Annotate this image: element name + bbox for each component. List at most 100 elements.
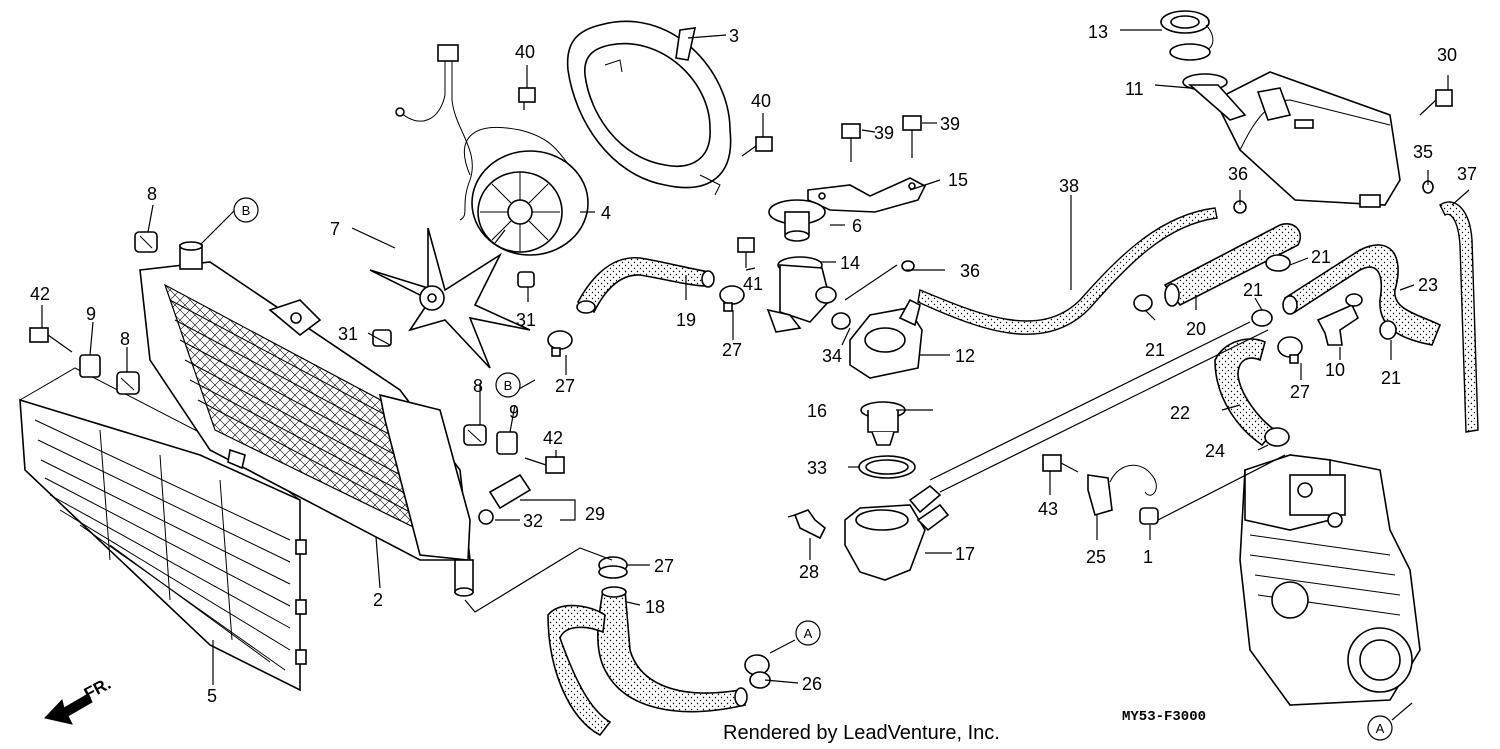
bolt-40a (518, 87, 536, 110)
temp-sensor (787, 509, 827, 540)
leader-lines (41, 29, 1470, 721)
callout-31b: 31 (338, 324, 358, 344)
hose-23 (1282, 244, 1442, 346)
callout-16: 16 (807, 401, 827, 421)
callout-6: 6 (852, 216, 862, 236)
bolt-30 (1419, 89, 1453, 116)
callout-36a: 36 (960, 261, 980, 281)
callout-21d: 21 (1381, 368, 1401, 388)
callout-40b: 40 (751, 91, 771, 111)
clamp-26 (744, 654, 771, 689)
svg-text:B: B (242, 203, 251, 218)
callout-labels: 1 2 3 4 5 6 7 8 8 8 9 9 10 11 12 13 14 1… (30, 22, 1477, 706)
callout-22: 22 (1170, 403, 1190, 423)
callout-29: 29 (585, 504, 605, 524)
callout-5: 5 (207, 686, 217, 706)
radiator-grille (19, 367, 307, 692)
fan-switch-29 (478, 473, 532, 525)
clip-25 (1087, 464, 1157, 516)
callout-2: 2 (373, 590, 383, 610)
callout-11: 11 (1125, 79, 1144, 99)
callout-27b: 27 (555, 376, 575, 396)
grommet-8c (463, 424, 487, 446)
hose-38 (917, 207, 1218, 335)
diagram-code: MY53-F3000 (1122, 709, 1206, 725)
callout-43: 43 (1038, 499, 1058, 519)
bracket-15 (807, 177, 927, 213)
clamp-21c (1251, 309, 1273, 327)
callout-31a: 31 (516, 310, 536, 330)
callout-9a: 9 (86, 304, 96, 324)
fan-blade (369, 227, 531, 369)
svg-text:A: A (1376, 721, 1385, 736)
gasket-33 (858, 455, 916, 479)
front-arrow: FR. (44, 674, 114, 725)
callout-17: 17 (955, 544, 975, 564)
bolt-41 (737, 237, 755, 268)
bolt-42b (524, 456, 565, 474)
callout-36b: 36 (1228, 164, 1248, 184)
bolt-40b (741, 136, 773, 157)
reserve-tank (1213, 71, 1401, 208)
thermostat-case (844, 484, 950, 581)
callout-27d: 27 (654, 556, 674, 576)
clamp-21a (1133, 294, 1153, 312)
hose-19 (576, 257, 715, 314)
cap-13 (1160, 10, 1214, 61)
callout-28: 28 (799, 562, 819, 582)
hose-22 (1214, 338, 1277, 447)
nut-31b (372, 329, 392, 347)
callout-19: 19 (676, 310, 696, 330)
radiator-cap (768, 199, 826, 242)
callout-8c: 8 (473, 376, 483, 396)
callout-26: 26 (802, 674, 822, 694)
callout-34: 34 (822, 346, 842, 366)
callout-42a: 42 (30, 284, 50, 304)
callout-39b: 39 (940, 114, 960, 134)
fan-shroud (566, 20, 732, 196)
ref-marker-a-engine: A (1367, 715, 1393, 741)
clip-36a (901, 260, 915, 272)
callout-38: 38 (1059, 176, 1079, 196)
callout-8b: 8 (120, 329, 130, 349)
o-ring-34 (831, 312, 851, 330)
callout-25: 25 (1086, 547, 1106, 567)
bolt-39a (841, 123, 861, 162)
callout-18: 18 (645, 597, 665, 617)
callout-27a: 27 (722, 340, 742, 360)
ref-marker-a-bottom: A (795, 620, 821, 646)
ref-marker-b-mid: B (495, 372, 521, 398)
callout-27c: 27 (1290, 382, 1310, 402)
clamp-27a (719, 285, 745, 312)
hose-20 (1163, 223, 1302, 307)
svg-text:B: B (504, 378, 513, 393)
callout-42b: 42 (543, 428, 563, 448)
grommet-8a (134, 231, 158, 253)
callout-15: 15 (948, 170, 968, 190)
callout-35: 35 (1413, 142, 1433, 162)
clamp-24 (1264, 427, 1290, 447)
callout-40a: 40 (515, 42, 535, 62)
callout-12: 12 (955, 346, 975, 366)
callout-9b: 9 (509, 402, 519, 422)
tube-37 (1439, 201, 1479, 433)
hose-18 (547, 586, 748, 737)
callout-37: 37 (1457, 164, 1477, 184)
collar-9b (496, 431, 518, 455)
callout-30: 30 (1437, 45, 1457, 65)
callout-41: 41 (743, 274, 763, 294)
callout-21b: 21 (1311, 247, 1331, 267)
callout-21a: 21 (1145, 340, 1165, 360)
radiator (139, 241, 474, 597)
bolt-43 (1042, 454, 1079, 473)
joint-10 (1316, 293, 1363, 346)
callout-21c: 21 (1243, 280, 1263, 300)
callout-20: 20 (1186, 319, 1206, 339)
footer-credit: Rendered by LeadVenture, Inc. (723, 722, 1000, 744)
callout-24: 24 (1205, 441, 1225, 461)
callout-23: 23 (1418, 275, 1438, 295)
callout-10: 10 (1325, 360, 1345, 380)
callout-1: 1 (1143, 547, 1153, 567)
clamp-27d (598, 556, 628, 579)
